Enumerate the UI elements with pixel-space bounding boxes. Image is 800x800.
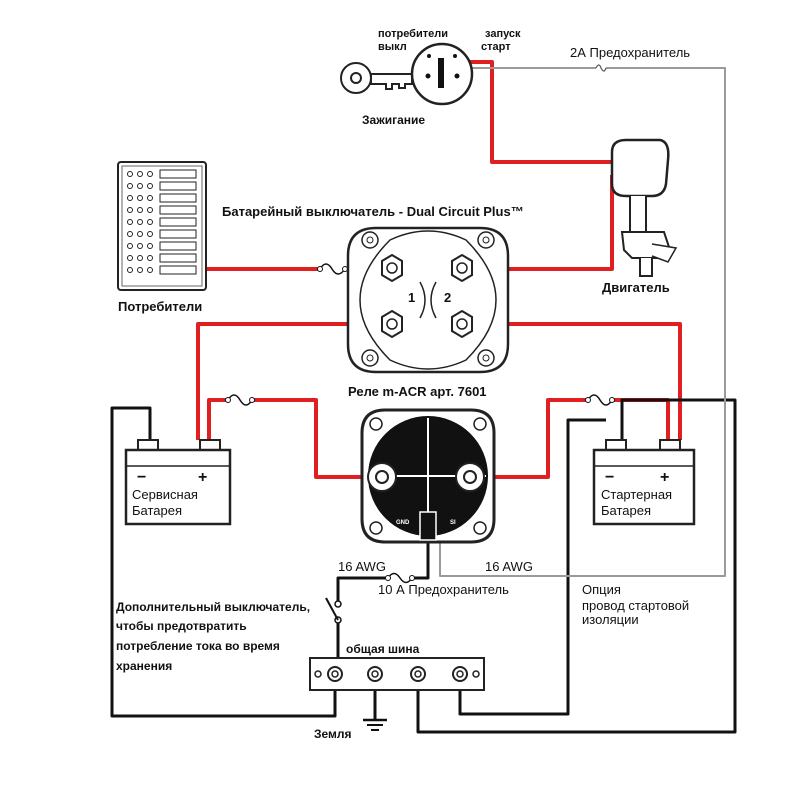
bus-bar-terminals (327, 666, 468, 682)
label-option-2: провод стартовой (582, 598, 689, 613)
bus-terminal (327, 666, 343, 682)
wire-switch-to-service-battery (196, 322, 392, 440)
label-start2: старт (481, 41, 511, 53)
battery-switch (346, 226, 510, 374)
label-option-3: изоляции (582, 612, 639, 627)
panel-switch-row (127, 265, 197, 275)
label-starter-battery-2: Батарея (601, 503, 651, 518)
bus-terminal (410, 666, 426, 682)
label-ignition: Зажигание (362, 113, 425, 127)
starter-battery (592, 439, 696, 526)
label-extra-switch-2: чтобы предотвратить (116, 619, 247, 633)
wire-switch-post2-to-engine (462, 175, 614, 271)
fuse-service-line (225, 394, 255, 406)
service-battery-minus: − (137, 469, 146, 486)
wire-service-neg-to-switch (110, 406, 337, 718)
ignition-switch (410, 42, 474, 106)
ground-icon (363, 718, 387, 731)
starter-battery-plus: + (660, 469, 669, 486)
relay-terminal-left (367, 462, 397, 492)
label-battery-switch: Батарейный выключатель - Dual Circuit Pl… (222, 204, 524, 219)
extra-switch (325, 597, 342, 624)
wire-bus-to-relay-gnd (458, 418, 606, 716)
label-si: SI (450, 520, 456, 526)
label-start: запуск (485, 28, 521, 40)
panel-switch-row (127, 193, 197, 203)
label-gnd: GND (396, 520, 410, 526)
ignition-key-icon (340, 62, 413, 94)
fuse-2a (595, 64, 607, 72)
fuse-switch-line (317, 263, 348, 275)
label-gauge-left: 16 AWG (338, 559, 386, 574)
wire-bus-to-starter-neg (416, 398, 737, 734)
label-extra-switch-3: потребление тока во время (116, 639, 280, 653)
panel-switch-row (127, 217, 197, 227)
consumers-panel-switches (127, 169, 197, 275)
label-ground: Земля (314, 727, 352, 741)
fuse-starter-line (585, 394, 615, 406)
label-service-battery-2: Батарея (132, 503, 182, 518)
relay-terminal-right (455, 462, 485, 492)
panel-switch-row (127, 241, 197, 251)
service-battery-plus: + (198, 469, 207, 486)
acr-relay (360, 408, 496, 544)
panel-switch-row (127, 205, 197, 215)
label-consumers: Потребители (118, 299, 202, 314)
wire-relay-si (439, 540, 548, 577)
service-battery (124, 439, 232, 526)
starter-battery-minus: − (605, 469, 614, 486)
fuse-10a (385, 572, 415, 584)
wires (110, 60, 737, 734)
bus-terminal (452, 666, 468, 682)
label-bus-bar: общая шина (346, 642, 420, 656)
panel-switch-row (127, 181, 197, 191)
label-fuse-2a: 2А Предохранитель (570, 45, 690, 60)
panel-switch-row (127, 229, 197, 239)
label-extra-switch-4: хранения (116, 659, 172, 673)
label-extra-switch-1: Дополнительный выключатель, (116, 600, 310, 614)
label-post-2: 2 (444, 290, 451, 305)
label-post-1: 1 (408, 290, 415, 305)
label-service-battery-1: Сервисная (132, 487, 198, 502)
label-fuse-10a: 10 А Предохранитель (378, 582, 509, 597)
label-starter-battery-1: Стартерная (601, 487, 672, 502)
panel-switch-row (127, 169, 197, 179)
label-gauge-right: 16 AWG (485, 559, 533, 574)
wire-ignition-to-engine (462, 60, 612, 164)
label-off: выкл (378, 41, 407, 53)
label-option-1: Опция (582, 582, 621, 597)
wire-relay-gnd-16awg (336, 540, 430, 604)
wire-service-battery-to-relay (207, 398, 382, 479)
switch-posts (381, 253, 473, 339)
label-engine: Двигатель (602, 280, 670, 295)
label-relay: Реле m-ACR арт. 7601 (348, 384, 487, 399)
bus-terminal (367, 666, 383, 682)
outboard-engine-icon (610, 138, 678, 277)
wire-ignition-fuse-2a (462, 67, 726, 577)
label-consumers-off: потребители (378, 28, 448, 40)
panel-switch-row (127, 253, 197, 263)
